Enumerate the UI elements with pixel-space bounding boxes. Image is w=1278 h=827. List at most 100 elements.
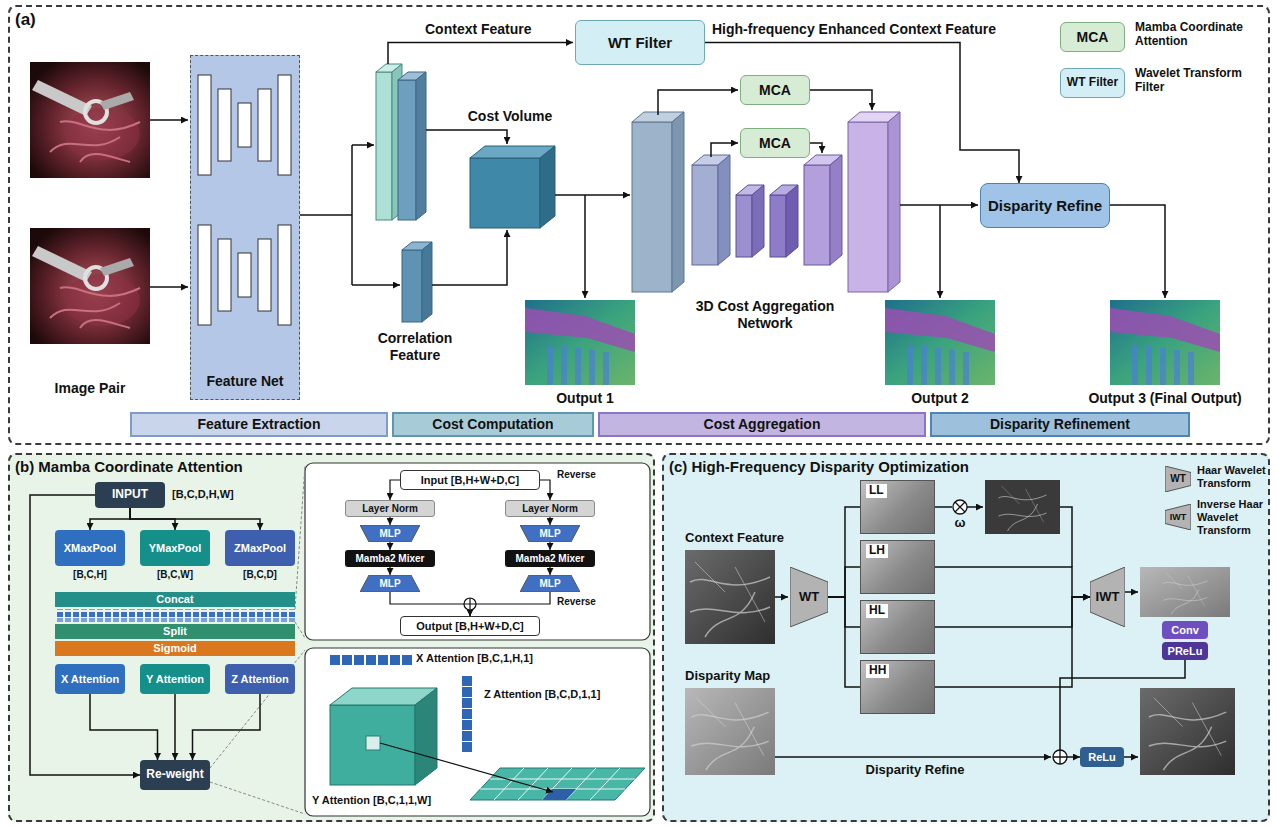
legend-text: Haar Wavelet Transform [1197, 464, 1267, 490]
attention-cube [480, 768, 635, 800]
attention-box: MCA [1060, 22, 1125, 52]
node-text: Input [B,H+W+D,C] [421, 474, 519, 487]
legend-text: Wavelet Transform Filter [1135, 66, 1265, 94]
subband-drawings [1140, 567, 1230, 617]
aggregation-blocks [736, 195, 752, 257]
transform-trapezoid-shape [1090, 567, 1125, 627]
photos [30, 228, 150, 344]
node-text: MCA [1077, 29, 1109, 45]
add-symbol [464, 598, 476, 610]
stage-band: Cost Aggregation [598, 412, 926, 437]
image-caption: Image Pair [30, 380, 150, 397]
node-text: LL [866, 484, 887, 498]
node-text: Disparity Refine [988, 197, 1102, 214]
connector [828, 567, 860, 597]
shape-label: [B,C,D] [220, 569, 300, 581]
node-text: LH [866, 544, 888, 558]
activation-box: PReLu [1162, 642, 1208, 660]
feature-blocks [398, 80, 416, 220]
shape-label: [B,C,D,H,W] [172, 488, 272, 501]
mixer-box: Mamba2 Mixer [345, 550, 435, 567]
node-text: WT [1170, 473, 1186, 485]
transform-trapezoid: IWT [1165, 504, 1191, 530]
flow-lines [351, 145, 353, 285]
io-box: Re-weight [140, 760, 210, 790]
subband-drawings [999, 486, 1047, 531]
attention-cube [462, 720, 472, 730]
connector [389, 567, 390, 575]
mlp-trapezoid-shape [520, 525, 580, 542]
legend-text: Inverse Haar Wavelet Transform [1197, 498, 1267, 537]
node-text: IWT [1170, 512, 1187, 522]
tensor-box: Input [B,H+W+D,C] [400, 470, 540, 490]
connector [174, 694, 176, 760]
connector [389, 517, 390, 525]
feature-blocks [376, 64, 555, 322]
subband-drawings [691, 698, 768, 771]
connector [828, 597, 860, 627]
node-text: Y Attention [146, 673, 204, 686]
attention-cube [330, 705, 415, 785]
node-text: WT [799, 590, 819, 605]
legend-text: Mamba Coordinate Attention [1135, 20, 1265, 48]
feature-net-drawing [278, 75, 291, 175]
attention-cube [462, 731, 472, 741]
node-text: HL [866, 604, 888, 618]
feature-net-drawing [258, 89, 271, 161]
subband-drawings [985, 480, 1060, 534]
axis-box: XMaxPool [55, 530, 125, 566]
connector [90, 694, 158, 760]
connector [828, 507, 860, 597]
mlp-trapezoid-shape [360, 575, 420, 592]
axis-label: X Attention [B,C,1,H,1] [416, 652, 596, 665]
aggregation-blocks [848, 122, 888, 292]
node-text: Cost Computation [432, 416, 553, 432]
output-images [525, 300, 1220, 385]
stage-band: Cost Computation [392, 412, 594, 437]
attention-cube [330, 655, 645, 800]
node-text: Z Attention [231, 673, 289, 686]
node-text: HH [866, 664, 889, 678]
weight-symbol: ω [948, 515, 972, 530]
panel-c-lines [967, 506, 983, 508]
flow-lines [426, 130, 507, 144]
connector-label: Reverse [557, 596, 596, 608]
node-text: Sigmoid [153, 642, 196, 655]
mlp-trapezoid-shape [360, 525, 420, 542]
feature-blocks [402, 250, 422, 322]
subband-drawings [1140, 688, 1235, 775]
feature-net-drawing [238, 253, 251, 297]
panel-c-lines [775, 596, 788, 598]
node-text: XMaxPool [64, 542, 117, 555]
node-text: MLP [379, 528, 400, 540]
feature-net-drawing [218, 239, 231, 311]
op-band: Concat [55, 592, 295, 607]
node-text: Concat [156, 593, 193, 606]
aggregation-blocks [752, 185, 764, 257]
subband-image: LH [860, 540, 935, 594]
op-band: Split [55, 624, 295, 639]
node-text: (b) Mamba Coordinate Attention [15, 458, 243, 475]
node-text: Split [163, 625, 187, 638]
feature-net-drawing [190, 55, 300, 400]
mixer-box: Mamba2 Mixer [505, 550, 595, 567]
block-label: Correlation Feature [360, 330, 470, 363]
axis-label: Y Attention [B,C,1,1,W] [312, 794, 462, 807]
connector [549, 542, 550, 550]
attention-cube [462, 676, 472, 686]
flow-lines [352, 284, 400, 286]
add-symbol [464, 598, 476, 610]
shape-label: [B,C,H] [50, 569, 130, 581]
flow-lines [939, 205, 941, 298]
panel-grounds [8, 453, 655, 822]
node-text: IWT [1096, 590, 1120, 605]
inset-frames [305, 463, 650, 640]
node-text: YMaxPool [149, 542, 202, 555]
network-label: 3D Cost Aggregation Network [680, 298, 850, 331]
connector [1060, 660, 1185, 757]
flow-lines [658, 90, 738, 115]
transform-trapezoid: WT [1165, 466, 1191, 492]
node-text: Output [B,H+W+D,C] [416, 620, 524, 633]
io-box: INPUT [95, 482, 165, 508]
panel-c-lines [775, 507, 1138, 757]
